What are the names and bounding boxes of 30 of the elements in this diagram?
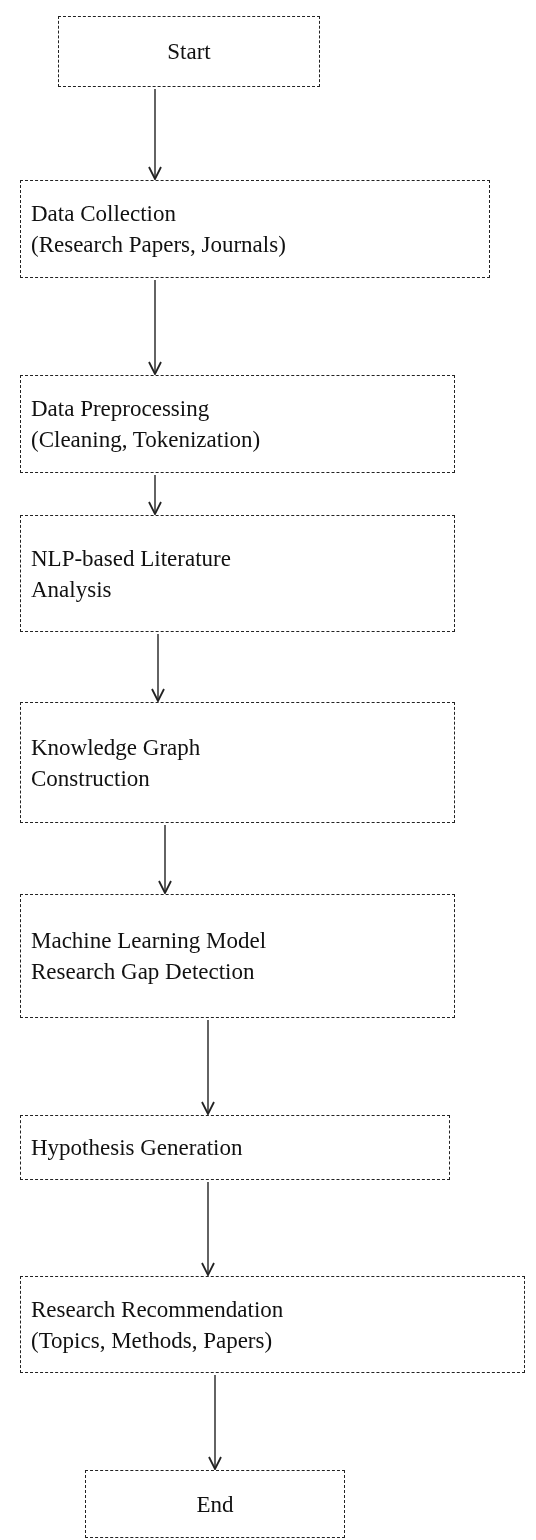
process-box xyxy=(20,515,455,632)
arrow xyxy=(208,1374,222,1470)
terminal-box xyxy=(58,16,320,87)
arrow xyxy=(201,1181,215,1276)
arrow xyxy=(201,1019,215,1115)
box-label: Knowledge Graph Construction xyxy=(31,733,202,793)
box-label: (Research Papers, Journals) xyxy=(31,231,287,259)
arrow xyxy=(148,88,162,180)
arrow xyxy=(148,279,162,375)
process-box xyxy=(20,180,490,278)
box-label: End xyxy=(196,1490,234,1519)
arrow xyxy=(158,824,172,894)
box-label: Start xyxy=(167,38,211,66)
box-label: Data Preprocessing xyxy=(31,395,211,423)
process-box xyxy=(20,894,455,1018)
terminal-box xyxy=(85,1470,345,1538)
box-label: Research Gap Detection xyxy=(31,958,256,986)
box-label: (Topics, Methods, Papers) xyxy=(31,1326,274,1355)
box-label: Data Collection xyxy=(31,200,177,228)
process-box xyxy=(20,1115,450,1180)
process-box xyxy=(20,1276,525,1373)
box-label: Machine Learning Model xyxy=(31,927,268,955)
box-label: (Cleaning, Tokenization) xyxy=(31,426,262,454)
arrow xyxy=(151,633,165,702)
box-label: Hypothesis Generation xyxy=(31,1134,244,1162)
box-label: Research Recommendation xyxy=(31,1295,285,1324)
process-box xyxy=(20,702,455,823)
box-label: NLP-based Literature Analysis xyxy=(31,544,232,604)
process-box xyxy=(20,375,455,473)
arrow xyxy=(148,474,162,515)
